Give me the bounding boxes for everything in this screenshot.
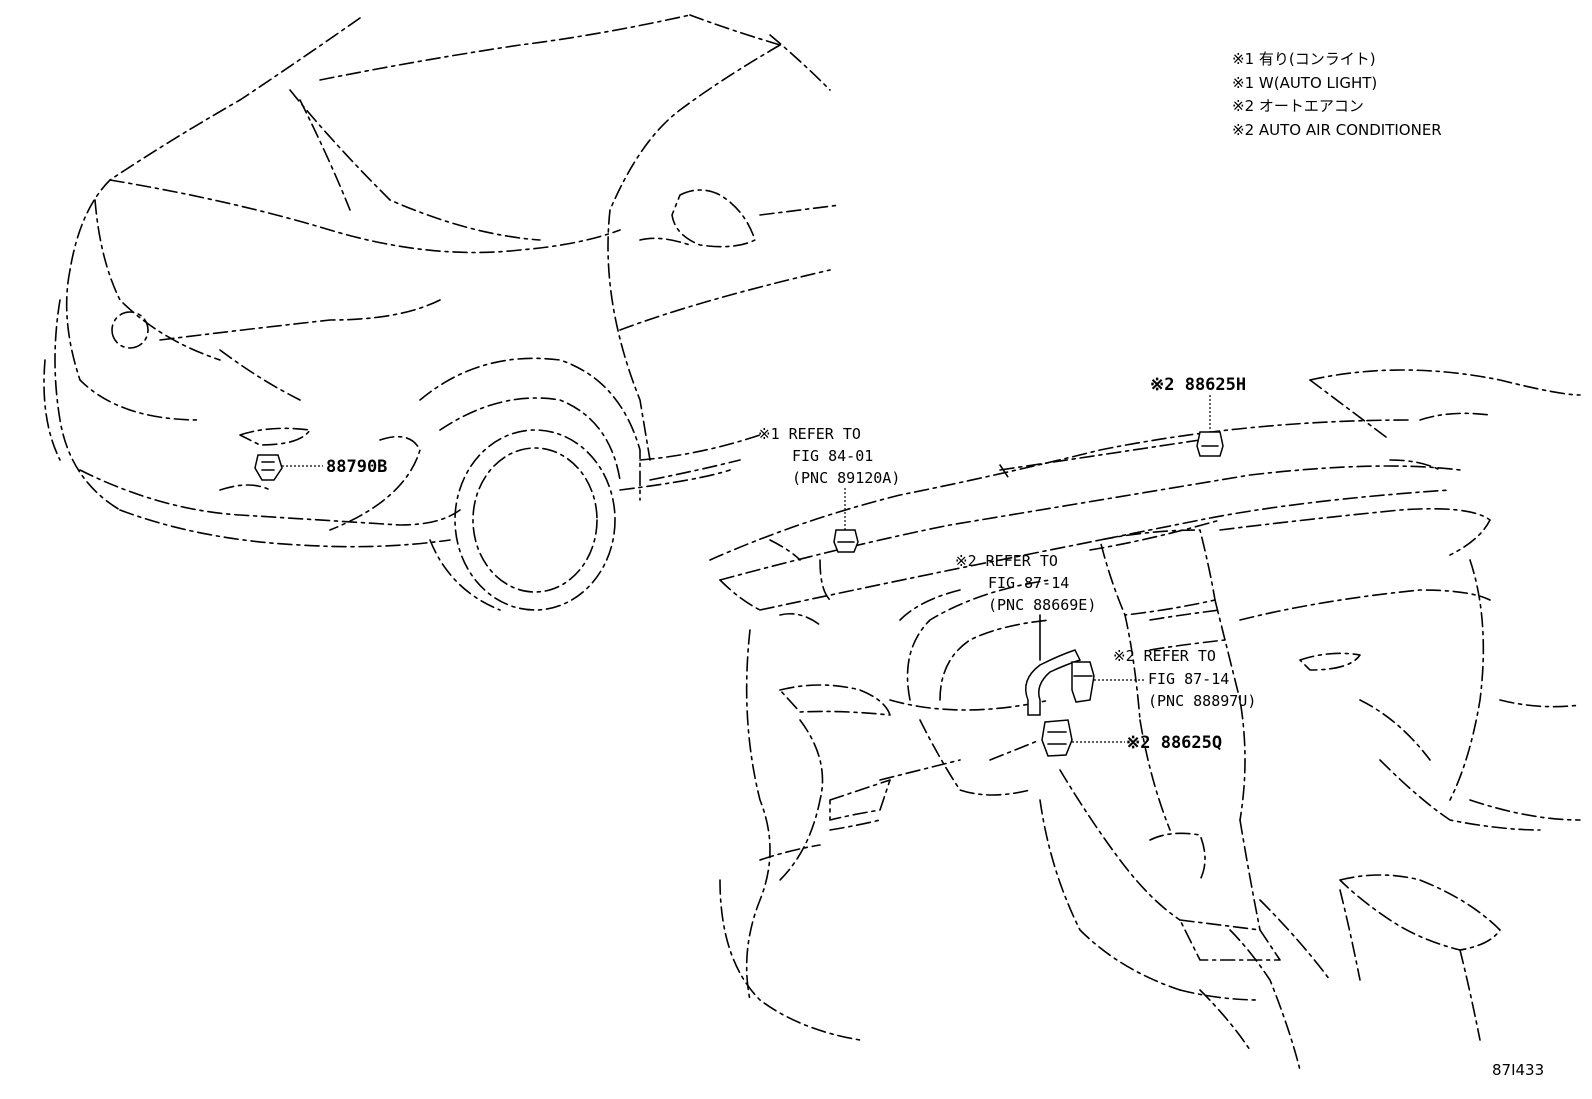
legend-line-4: ※2 AUTO AIR CONDITIONER [1232, 121, 1442, 139]
legend: ※1 有り(コンライト) ※1 W(AUTO LIGHT) ※2 オートエアコン… [1232, 50, 1442, 139]
callout-line-2: FIG 87-14 [988, 574, 1069, 592]
callout-line-2: FIG 87-14 [1148, 670, 1229, 688]
callout-line-1: ※1 REFER TO [758, 425, 861, 443]
dashboard-drawing [709, 369, 1581, 1071]
callout-line-1: ※2 REFER TO [1113, 647, 1216, 665]
callout-ref-89120A: ※1 REFER TO FIG 84-01 (PNC 89120A) [758, 425, 900, 487]
part-label-88625Q: ※2 88625Q [1126, 733, 1222, 753]
callout-line-2: FIG 84-01 [792, 447, 873, 465]
callout-line-3: (PNC 89120A) [792, 469, 900, 487]
callout-line-3: (PNC 88897U) [1148, 692, 1256, 710]
legend-line-1: ※1 有り(コンライト) [1232, 50, 1376, 68]
part-label-88625H: ※2 88625H [1150, 375, 1246, 395]
callout-line-3: (PNC 88669E) [988, 596, 1096, 614]
callout-ref-88669E: ※2 REFER TO FIG 87-14 (PNC 88669E) [955, 552, 1096, 614]
legend-line-3: ※2 オートエアコン [1232, 97, 1364, 115]
ref-88897U-aspirator[interactable] [1071, 661, 1145, 703]
callout-ref-88897U: ※2 REFER TO FIG 87-14 (PNC 88897U) [1113, 647, 1256, 710]
part-88790B-sensor[interactable] [254, 454, 323, 481]
part-88625Q-room-temp-sensor[interactable] [1041, 719, 1125, 757]
figure-code: 87I433 [1492, 1061, 1544, 1079]
callout-line-1: ※2 REFER TO [955, 552, 1058, 570]
part-label-88790B: 88790B [326, 457, 387, 477]
part-88625H-sun-sensor[interactable] [1196, 395, 1224, 457]
ref-88669E-aspirator-hose[interactable] [1025, 614, 1082, 716]
ref-89120A-light-sensor[interactable] [833, 488, 859, 553]
legend-line-2: ※1 W(AUTO LIGHT) [1232, 74, 1377, 92]
car-front-drawing [43, 14, 841, 611]
